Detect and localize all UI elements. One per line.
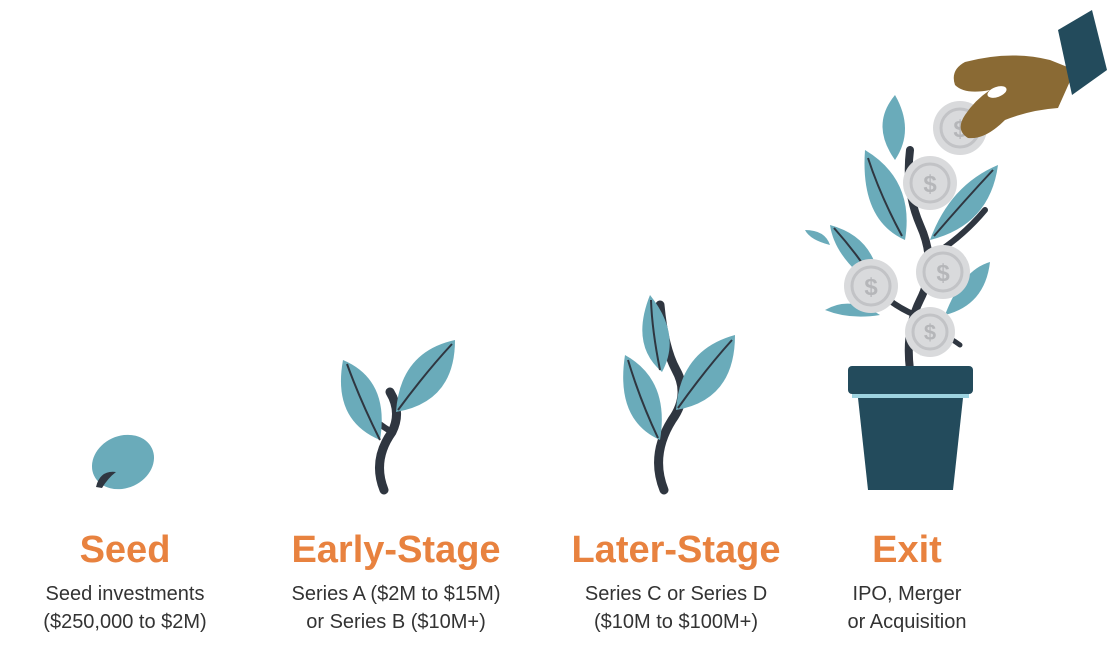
stage-description-line-1: Seed investments — [45, 583, 205, 605]
svg-text:$: $ — [936, 260, 950, 287]
stage-title: Later-Stage — [571, 529, 781, 571]
coin-icon: $ — [905, 307, 955, 357]
seed-icon — [91, 434, 155, 490]
stage-description-line-2: or Series B ($10M+) — [306, 611, 486, 633]
pot-icon — [848, 366, 973, 490]
stage-seed: Seed Seed investments ($250,000 to $2M) — [0, 528, 265, 636]
stage-title: Exit — [872, 529, 942, 571]
coin-icon: $ — [844, 259, 898, 313]
coin-icon: $ — [916, 245, 970, 299]
stage-title: Seed — [79, 529, 171, 571]
stage-title: Early-Stage — [291, 529, 501, 571]
svg-text:$: $ — [864, 274, 878, 301]
stage-description-line-1: Series C or Series D — [584, 583, 768, 605]
stage-description-line-2: ($10M to $100M+) — [594, 611, 758, 633]
hand-icon — [953, 10, 1107, 139]
stage-exit: Exit IPO, Merger or Acquisition — [767, 528, 1047, 636]
stage-description-line-2: ($250,000 to $2M) — [43, 611, 207, 633]
potted-money-plant-icon: $ $ $ $ $ — [805, 10, 1107, 490]
stage-later-stage: Later-Stage Series C or Series D ($10M t… — [536, 528, 816, 636]
svg-text:$: $ — [924, 320, 936, 345]
svg-text:$: $ — [923, 171, 937, 198]
growth-illustration: $ $ $ $ $ — [91, 10, 1107, 495]
stage-description-line-1: IPO, Merger — [852, 583, 962, 605]
coin-icon: $ — [903, 156, 957, 210]
stage-early-stage: Early-Stage Series A ($2M to $15M) or Se… — [256, 528, 536, 636]
stage-description-line-1: Series A ($2M to $15M) — [291, 583, 501, 605]
sprout-icon — [340, 340, 455, 495]
young-plant-icon — [623, 295, 735, 495]
stage-description-line-2: or Acquisition — [847, 611, 967, 633]
